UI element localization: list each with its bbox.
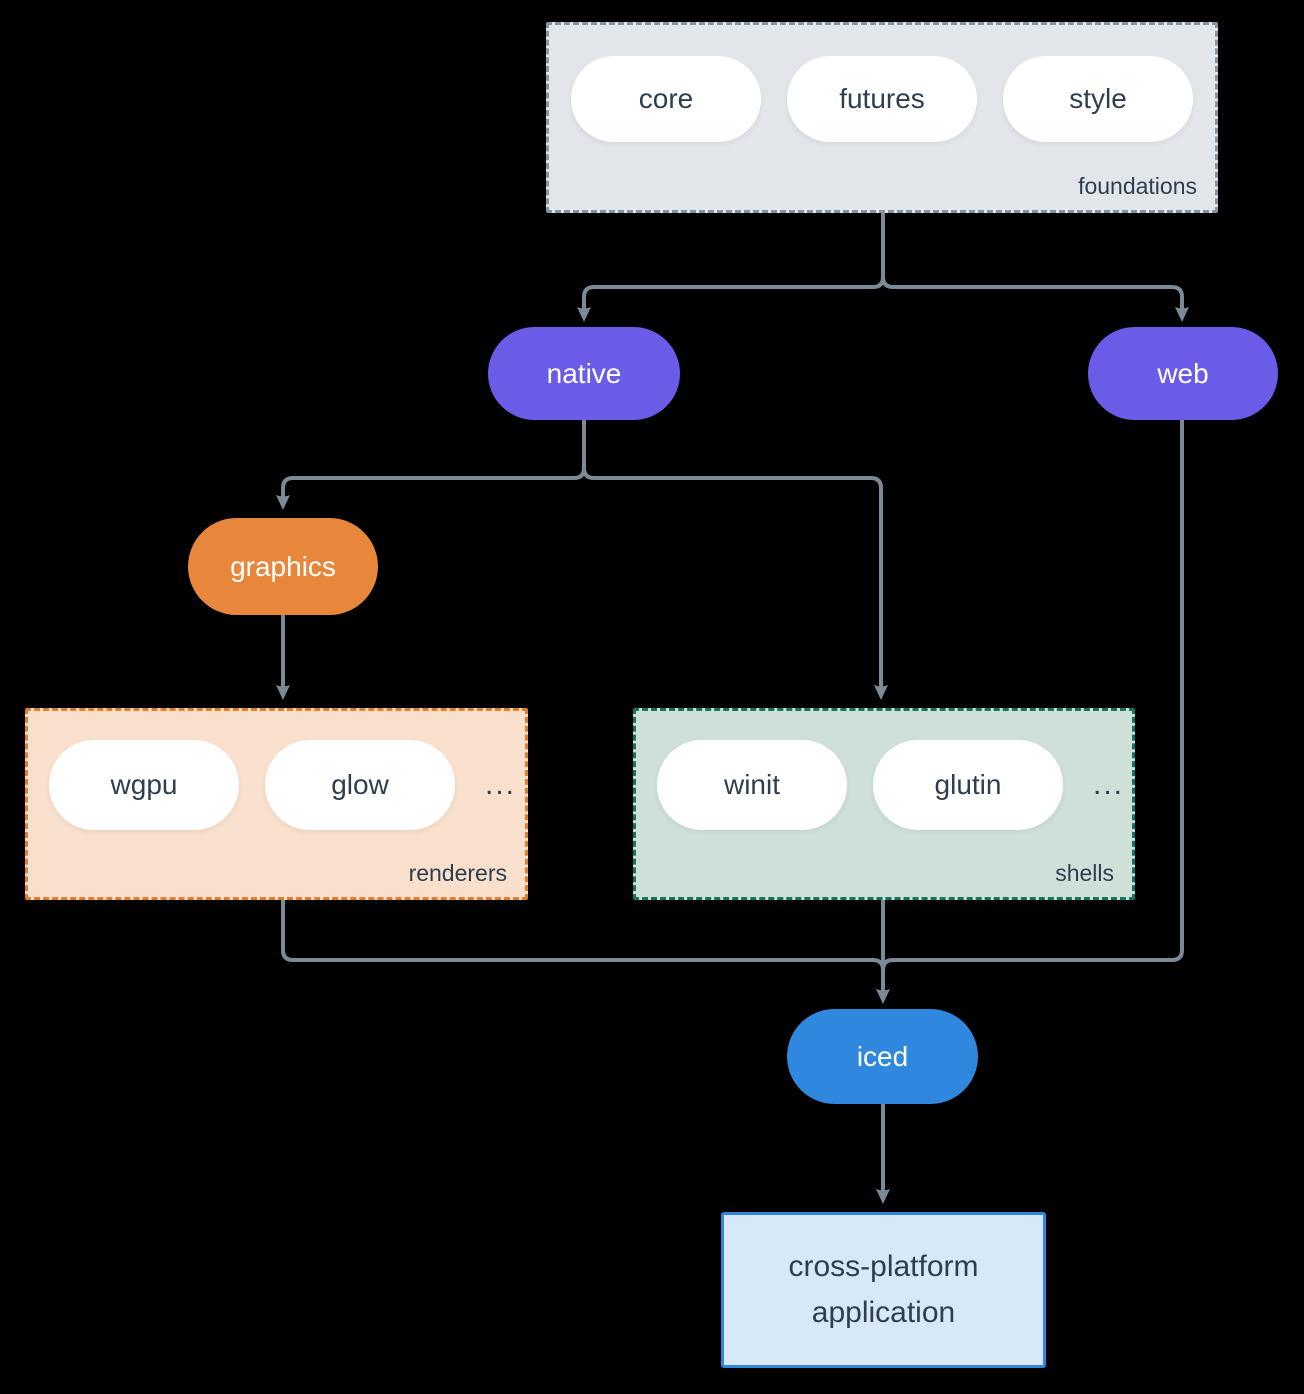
- node-web: web: [1088, 327, 1278, 420]
- node-winit: winit: [657, 740, 847, 830]
- connector-foundations-native: [577, 213, 885, 322]
- node-native: native: [488, 327, 680, 420]
- node-style: style: [1003, 56, 1193, 142]
- node-core: core: [571, 56, 761, 142]
- renderers-label: renderers: [408, 860, 507, 886]
- foundations-group: core futures style foundations: [546, 22, 1218, 213]
- connector-renderers-iced: [281, 900, 885, 971]
- renderers-pill-row: wgpu glow ...: [28, 711, 525, 830]
- foundations-label: foundations: [1078, 173, 1197, 199]
- renderers-ellipsis: ...: [485, 768, 517, 801]
- node-cross-platform-application: cross-platform application: [721, 1212, 1046, 1368]
- node-wgpu: wgpu: [49, 740, 239, 830]
- node-futures: futures: [787, 56, 977, 142]
- node-glow: glow: [265, 740, 455, 830]
- node-graphics: graphics: [188, 518, 378, 615]
- shells-ellipsis: ...: [1093, 768, 1125, 801]
- foundations-pill-row: core futures style: [549, 25, 1215, 142]
- node-iced: iced: [787, 1009, 978, 1104]
- connector-native-shells: [582, 420, 888, 700]
- connector-foundations-web: [881, 213, 1189, 322]
- node-glutin: glutin: [873, 740, 1063, 830]
- renderers-group: wgpu glow ... renderers: [25, 708, 528, 900]
- shells-group: winit glutin ... shells: [633, 708, 1135, 900]
- connector-native-graphics: [276, 420, 586, 510]
- shells-label: shells: [1055, 860, 1114, 886]
- shells-pill-row: winit glutin ...: [636, 711, 1132, 830]
